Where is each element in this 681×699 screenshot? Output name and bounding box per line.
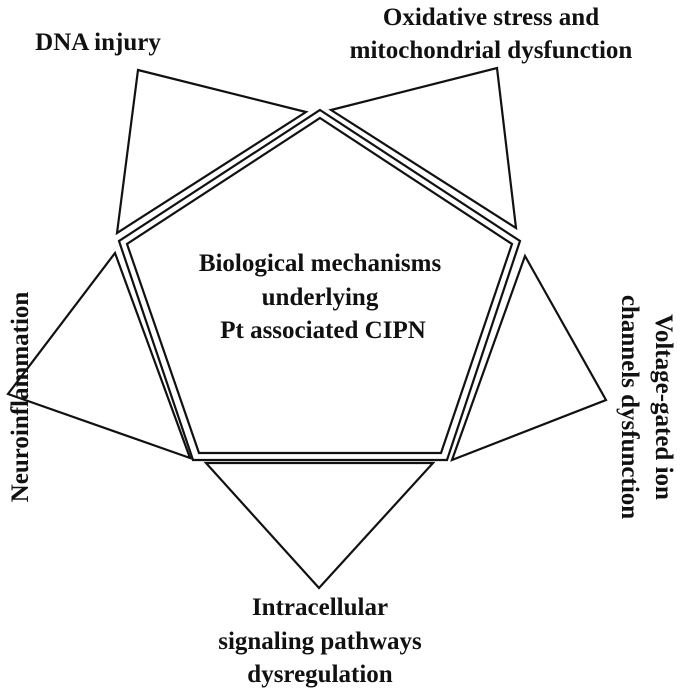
label-voltage-gated-line-2: channels dysfunction: [616, 295, 643, 519]
label-intracellular-line-1: Intracellular: [252, 594, 388, 621]
label-oxidative-stress-line-1: Oxidative stress and: [383, 4, 599, 31]
center-title-line-1: Biological mechanisms: [199, 250, 442, 277]
central-pentagon-outer: [117, 108, 522, 462]
triangle-oxidative-stress: [328, 66, 518, 231]
label-oxidative-stress-line-2: mitochondrial dysfunction: [350, 37, 633, 64]
label-voltage-gated-line-1: Voltage-gated ion: [650, 314, 677, 500]
central-pentagon-inner: [125, 116, 514, 455]
central-pentagon: [117, 108, 522, 462]
triangle-dna-injury: [115, 68, 309, 236]
center-title-line-2: underlying: [262, 284, 379, 311]
triangle-intracellular: [203, 461, 436, 590]
triangle-neuroinflammation: [6, 250, 192, 460]
label-neuroinflammation: Neuroinflammation: [7, 292, 34, 503]
label-dna-injury: DNA injury: [35, 29, 161, 56]
label-intracellular-line-2: signaling pathways: [218, 628, 422, 655]
center-title-line-3: Pt associated CIPN: [220, 317, 426, 344]
label-intracellular-line-3: dysregulation: [247, 661, 392, 688]
triangle-voltage-gated: [450, 253, 608, 462]
